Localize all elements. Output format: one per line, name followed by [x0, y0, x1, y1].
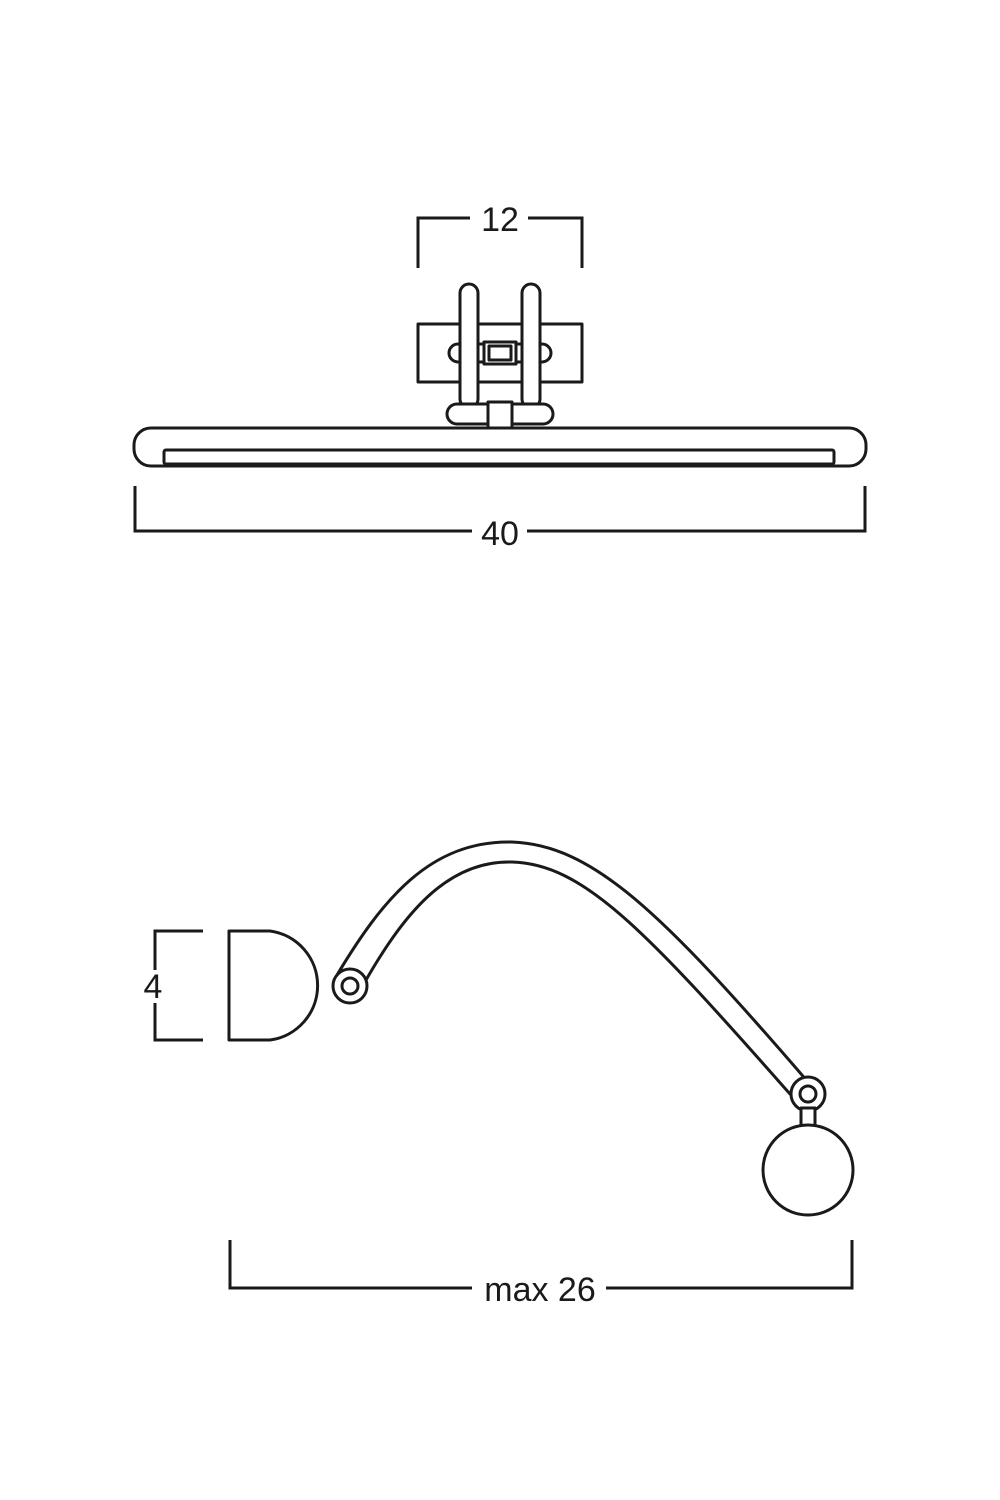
left-upright	[458, 282, 480, 410]
side-view: 4 max 26	[144, 840, 855, 1309]
lamp-head	[761, 1123, 855, 1217]
wall-mount-side	[227, 929, 320, 1042]
overall-width-label: 40	[481, 515, 519, 553]
curved-arm-inner	[360, 860, 792, 1096]
light-bar-diffuser	[162, 448, 836, 466]
reach-label: max 26	[484, 1271, 596, 1309]
height-dimension: 4	[144, 929, 203, 1042]
head-stem	[799, 1106, 817, 1128]
bracket-neck	[486, 400, 514, 430]
head-pivot-pin	[798, 1084, 818, 1104]
front-view: 12 40	[132, 201, 868, 553]
curved-arm-outer	[335, 840, 810, 1084]
reach-dimension: max 26	[228, 1240, 854, 1309]
mount-width-label: 12	[481, 201, 519, 239]
center-knuckle-inner	[487, 344, 513, 362]
height-label: 4	[144, 968, 163, 1006]
right-upright	[520, 282, 542, 410]
wall-pivot-pin	[340, 976, 360, 996]
mount-width-dimension: 12	[416, 201, 584, 268]
overall-width-dimension: 40	[133, 486, 867, 553]
